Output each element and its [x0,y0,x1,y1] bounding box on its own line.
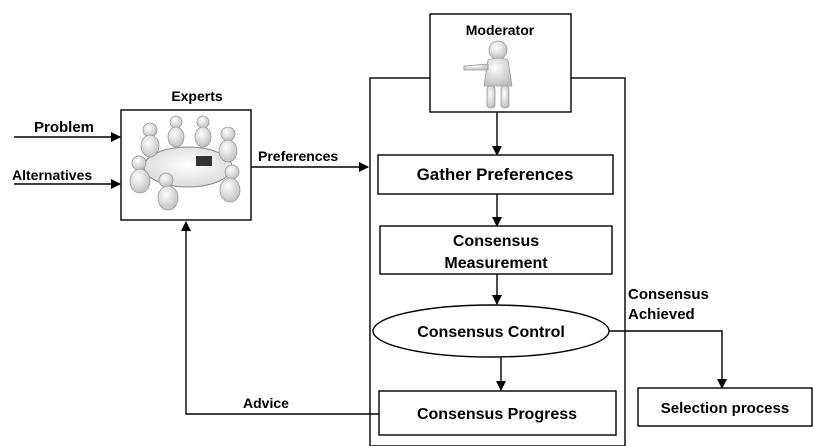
advice-label: Advice [243,395,289,411]
consensus-control-label: Consensus Control [417,324,565,341]
experts-box [120,109,252,221]
consensus-achieved-arrow [609,330,727,389]
experts-meeting-table-icon [129,115,241,211]
advice-arrow [181,221,379,415]
measurement-line1: Consensus [453,233,539,250]
experts-title: Experts [171,88,223,104]
consensus-progress-box: Consensus Progress [378,390,617,436]
gather-preferences-box: Gather Preferences [377,154,614,195]
consensus-achieved-line2: Achieved [628,306,695,323]
preferences-label: Preferences [258,148,338,164]
moderator-box: Moderator [429,13,572,113]
consensus-progress-label: Consensus Progress [417,406,577,423]
presenter-figure-icon [463,40,513,109]
moderator-title: Moderator [466,22,535,38]
consensus-control-ellipse: Consensus Control [372,304,610,358]
consensus-measurement-box: Consensus Measurement [379,225,613,275]
gather-preferences-label: Gather Preferences [417,165,574,184]
alternatives-label: Alternatives [12,167,92,183]
consensus-achieved-line1: Consensus [628,286,709,303]
selection-process-box: Selection process [637,387,813,427]
problem-label: Problem [34,119,94,136]
measurement-line2: Measurement [444,255,548,272]
selection-process-label: Selection process [661,400,789,417]
